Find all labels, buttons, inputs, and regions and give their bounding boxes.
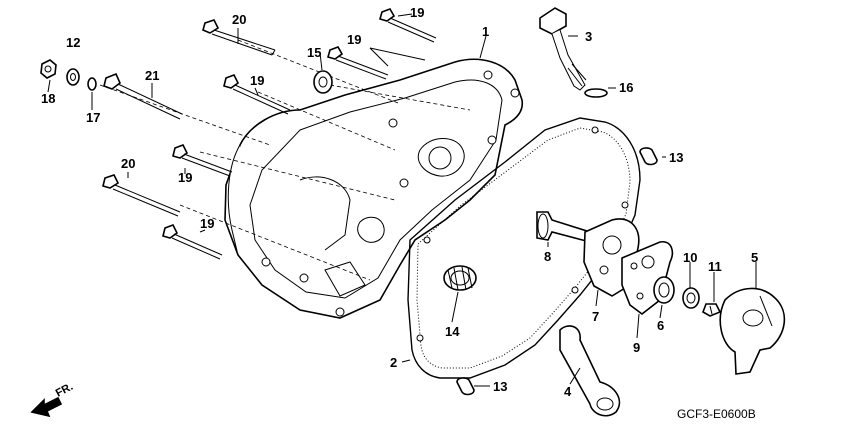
bolt-19-left-mid [172,143,233,177]
bolt-19-top [379,8,437,43]
callout-13: 13 [669,150,683,165]
callout-1: 1 [482,24,489,39]
bolt-19-mid [327,46,389,80]
leader-lines [47,13,757,387]
callout-13: 13 [493,379,507,394]
callout-20: 20 [232,12,246,27]
callout-17: 17 [86,110,100,125]
callout-15: 15 [307,45,321,60]
shaft-5 [719,287,786,375]
callout-12: 12 [66,35,80,50]
washer-17 [87,77,97,91]
bolt-19-bottom [162,223,223,260]
callout-5: 5 [751,250,758,265]
oil-filler-cap-3 [539,7,587,91]
needle-bearing-14 [443,265,477,291]
bolt-19-left [223,73,291,115]
callout-19: 19 [410,5,424,20]
callout-16: 16 [619,80,633,95]
spindle-8 [536,211,591,244]
o-ring-16 [584,88,608,98]
dowel-pin-13-bottom [456,377,475,396]
callout-3: 3 [585,29,592,44]
spring-11 [702,303,722,317]
callout-6: 6 [657,318,664,333]
callout-labels: 20 19 1 3 12 15 19 21 19 18 17 16 13 20 … [41,5,758,399]
drawing-code: GCF3-E0600B [677,407,756,421]
callout-8: 8 [544,249,551,264]
front-direction-arrow: FR. [30,381,75,418]
callout-7: 7 [592,309,599,324]
callout-19: 19 [347,32,361,47]
callout-21: 21 [145,68,159,83]
arm-4 [559,325,621,417]
collar-10 [682,287,700,309]
callout-11: 11 [708,259,722,274]
callout-18: 18 [41,91,55,106]
callout-14: 14 [445,324,460,339]
seal-6 [653,276,675,304]
callout-19: 19 [200,216,214,231]
callout-4: 4 [564,384,572,399]
callout-19: 19 [250,73,264,88]
right-crankcase-cover [224,58,524,319]
callout-2: 2 [390,355,397,370]
direction-label: FR. [54,381,75,400]
callout-20: 20 [121,156,135,171]
dowel-pin-13-top [639,147,658,166]
callout-9: 9 [633,340,640,355]
callout-19: 19 [178,170,192,185]
bolt-20-top [202,19,276,56]
bolt-20-left [102,174,181,217]
bolt-21 [103,72,183,120]
small-parts [40,7,786,417]
callout-10: 10 [683,250,697,265]
bolts [102,8,437,260]
